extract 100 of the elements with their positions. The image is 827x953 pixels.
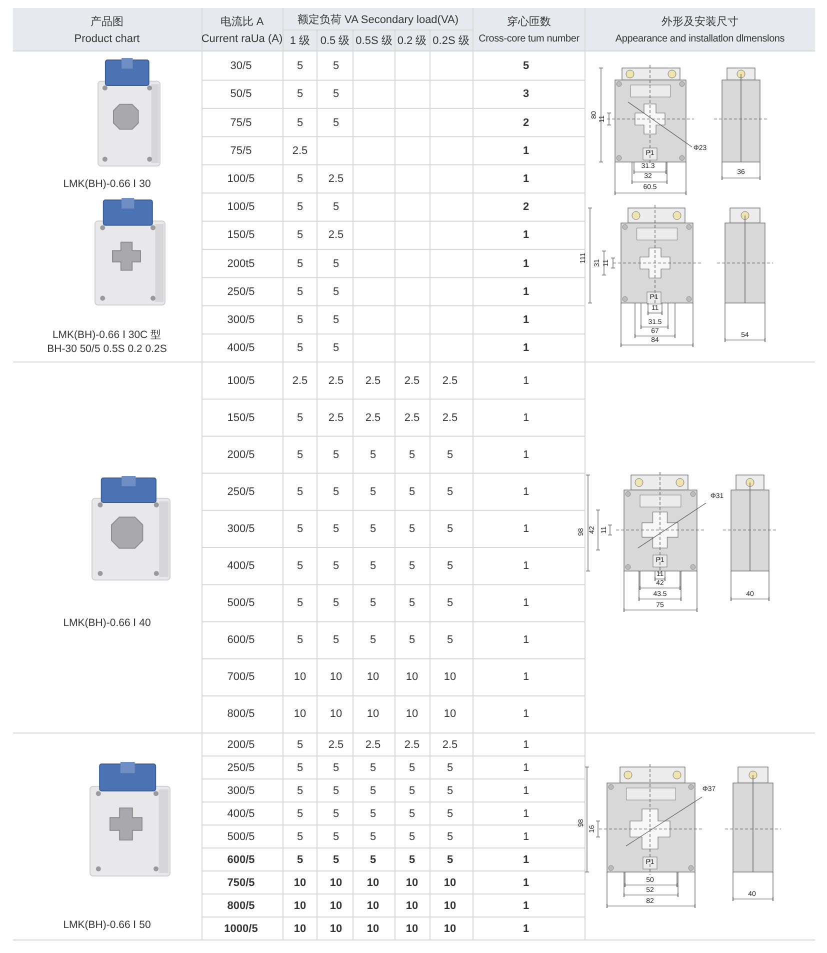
turns-value: 1 (522, 342, 530, 354)
load-value: 2.5 (328, 374, 344, 387)
load-value: 5 (408, 761, 416, 774)
ratio-value: 750/5 (227, 876, 255, 889)
load-value: 5 (332, 522, 340, 535)
load-value: 2.5 (365, 738, 381, 751)
load-value: 10 (294, 708, 306, 720)
load-value: 5 (332, 257, 340, 270)
turns-value: 2 (522, 201, 530, 214)
load-value: 5 (296, 314, 304, 326)
ratio-value: 400/5 (227, 807, 255, 820)
load-value: 5 (408, 448, 416, 461)
load-value: 5 (332, 286, 340, 298)
ratio-value: 75/5 (230, 116, 252, 129)
load-value: 5 (446, 486, 454, 498)
ratio-value: 250/5 (227, 761, 255, 774)
load-value: 5 (296, 116, 304, 129)
load-value: 2.5 (365, 412, 381, 424)
turns-value: 1 (522, 876, 530, 889)
load-value: 5 (370, 486, 376, 498)
load-value: 5 (370, 634, 376, 646)
column-header: 1 级 (290, 34, 310, 48)
load-value: 5 (408, 560, 416, 572)
turns-value: 5 (522, 60, 530, 72)
ratio-value: 150/5 (227, 229, 255, 242)
ratio-value: 700/5 (227, 671, 255, 684)
load-value: 5 (296, 88, 304, 100)
load-value: 10 (294, 899, 306, 912)
load-value: 2.5 (328, 412, 344, 424)
load-value: 5 (332, 761, 340, 774)
load-value: 5 (296, 560, 304, 572)
load-value: 5 (408, 853, 416, 866)
load-value: 2.5 (404, 374, 420, 387)
load-value: 5 (296, 761, 304, 774)
load-value: 5 (332, 486, 340, 498)
load-value: 5 (296, 522, 304, 535)
turns-value: 1 (522, 922, 530, 935)
load-value: 5 (446, 830, 454, 843)
turns-value: 1 (522, 784, 530, 797)
ratio-value: 200t5 (227, 257, 255, 270)
turns-value: 1 (522, 257, 530, 270)
ratio-value: 300/5 (227, 314, 255, 326)
ratio-value: 500/5 (227, 597, 255, 610)
turns-value: 1 (522, 374, 530, 387)
turns-value: 1 (522, 807, 530, 820)
load-value: 5 (332, 314, 340, 326)
ratio-value: 600/5 (227, 634, 255, 646)
load-value: 10 (294, 671, 306, 684)
column-header: 0.2 级 (397, 34, 427, 48)
load-value: 5 (446, 853, 454, 866)
ratio-value: 250/5 (227, 486, 255, 498)
column-header: 外形及安装尺寸 (662, 16, 738, 28)
load-value: 5 (332, 830, 340, 843)
turns-value: 2 (522, 116, 530, 129)
turns-value: 1 (522, 486, 530, 498)
load-value: 5 (296, 286, 304, 298)
load-value: 5 (296, 738, 304, 751)
turns-value: 1 (522, 671, 530, 684)
turns-value: 1 (522, 853, 530, 866)
load-value: 5 (296, 634, 304, 646)
load-value: 5 (296, 412, 304, 424)
load-value: 5 (408, 634, 416, 646)
load-value: 5 (408, 830, 416, 843)
load-value: 10 (366, 922, 380, 935)
product-model-label: LMK(BH)-0.66 Ⅰ 50 (63, 920, 151, 932)
load-value: 5 (370, 597, 376, 610)
column-header: 电流比 A (220, 16, 264, 28)
load-value: 2.5 (292, 374, 308, 387)
ratio-value: 150/5 (227, 412, 255, 424)
column-header: Cross-core tum number (478, 34, 580, 44)
load-value: 10 (366, 876, 380, 889)
ratio-value: 200/5 (227, 448, 255, 461)
load-value: 5 (332, 597, 340, 610)
ratio-value: 75/5 (230, 144, 252, 157)
turns-value: 1 (522, 708, 530, 720)
load-value: 10 (294, 922, 306, 935)
load-value: 5 (370, 807, 376, 820)
load-value: 10 (406, 876, 418, 889)
turns-value: 1 (522, 522, 530, 535)
turns-value: 1 (522, 899, 530, 912)
ratio-value: 400/5 (227, 342, 255, 354)
turns-value: 3 (522, 88, 530, 100)
load-value: 5 (296, 830, 304, 843)
load-value: 5 (408, 784, 416, 797)
load-value: 5 (296, 784, 304, 797)
load-value: 10 (444, 671, 456, 684)
ratio-value: 800/5 (227, 708, 255, 720)
load-value: 10 (444, 876, 456, 889)
column-header: 0.5 级 (320, 34, 350, 48)
load-value: 10 (366, 708, 380, 720)
load-value: 5 (296, 257, 304, 270)
load-value: 5 (296, 229, 304, 242)
load-value: 5 (296, 60, 304, 72)
turns-value: 1 (522, 144, 530, 157)
load-value: 5 (296, 597, 304, 610)
turns-value: 1 (522, 761, 530, 774)
column-header: Current raUa (A) (201, 32, 283, 46)
ratio-value: 800/5 (227, 899, 255, 912)
turns-value: 1 (522, 314, 530, 326)
ratio-value: 1000/5 (224, 922, 258, 935)
